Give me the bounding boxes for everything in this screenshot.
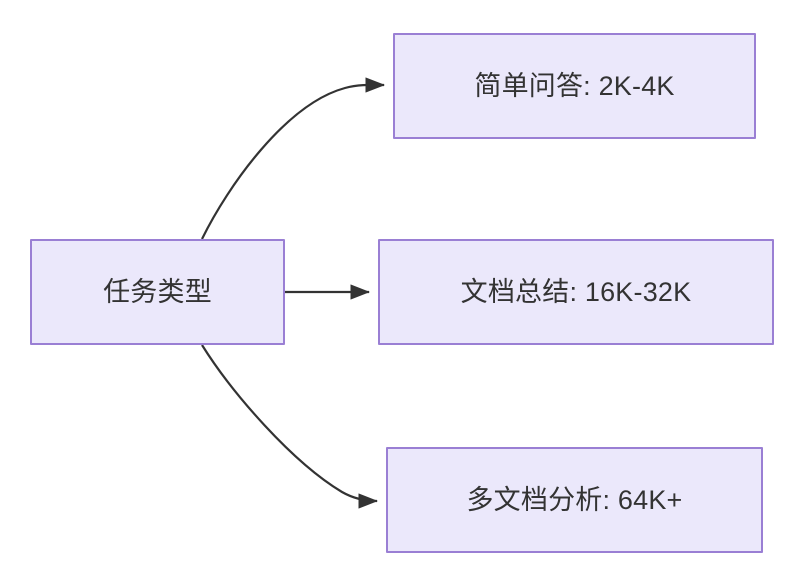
node-multi-doc-analysis-label: 多文档分析: 64K+: [466, 484, 683, 515]
node-simple-qa[interactable]: 简单问答: 2K-4K: [393, 33, 756, 139]
edge-task-type-to-multi-doc-analysis: [201, 344, 379, 509]
node-simple-qa-label: 简单问答: 2K-4K: [474, 70, 675, 101]
node-doc-summary-label: 文档总结: 16K-32K: [460, 276, 692, 307]
node-task-type[interactable]: 任务类型: [30, 239, 285, 345]
edge-task-type-to-simple-qa: [201, 77, 386, 240]
node-doc-summary[interactable]: 文档总结: 16K-32K: [378, 239, 774, 345]
node-multi-doc-analysis[interactable]: 多文档分析: 64K+: [386, 447, 763, 553]
node-task-type-label: 任务类型: [103, 276, 212, 307]
